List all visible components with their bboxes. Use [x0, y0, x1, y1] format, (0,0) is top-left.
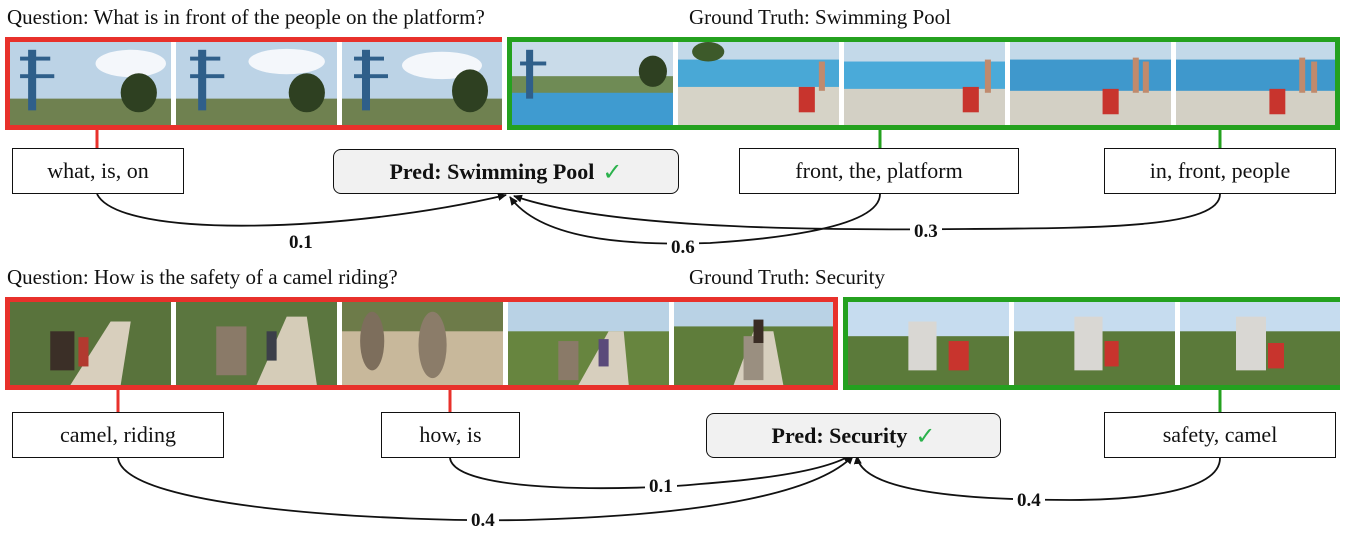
- video-frame: [10, 42, 171, 125]
- keyword-box: camel, riding: [12, 412, 224, 458]
- video-frame: [512, 42, 673, 125]
- video-frame: [176, 42, 337, 125]
- keyword-box: in, front, people: [1104, 148, 1336, 194]
- video-frame: [342, 302, 503, 385]
- weight-label: 0.4: [467, 510, 499, 532]
- video-frame: [674, 302, 833, 385]
- prediction-box: Pred: Swimming Pool ✓: [333, 149, 679, 194]
- irrelevant-frames-group: [5, 297, 838, 390]
- weight-label: 0.6: [667, 237, 699, 259]
- weight-label: 0.1: [285, 232, 317, 254]
- relevant-frames-group: [843, 297, 1340, 390]
- question-text: Question: How is the safety of a camel r…: [7, 265, 398, 289]
- prediction-box: Pred: Security ✓: [706, 413, 1001, 458]
- video-frame: [508, 302, 669, 385]
- irrelevant-frames-group: [5, 37, 502, 130]
- weight-label: 0.4: [1013, 490, 1045, 512]
- arrow-0.3-top: [513, 193, 1221, 231]
- arrow-0.1-top: [96, 192, 507, 227]
- video-frame: [844, 42, 1005, 125]
- video-frame: [1176, 42, 1335, 125]
- checkmark-icon: ✓: [915, 421, 936, 450]
- weight-label: 0.1: [645, 476, 677, 498]
- keyword-box: how, is: [381, 412, 520, 458]
- checkmark-icon: ✓: [602, 157, 623, 186]
- video-frame: [848, 302, 1009, 385]
- keyword-box: safety, camel: [1104, 412, 1336, 458]
- relevant-frames-group: [507, 37, 1340, 130]
- prediction-label: Pred: Swimming Pool: [389, 158, 595, 184]
- video-frame: [678, 42, 839, 125]
- video-frame: [10, 302, 171, 385]
- ground-truth-text: Ground Truth: Security: [689, 265, 886, 289]
- question-text: Question: What is in front of the people…: [7, 5, 485, 29]
- video-frame: [1180, 302, 1340, 385]
- ground-truth-text: Ground Truth: Swimming Pool: [689, 5, 951, 29]
- video-frame: [1010, 42, 1171, 125]
- video-frame: [342, 42, 502, 125]
- keyword-box: what, is, on: [12, 148, 184, 194]
- weight-label: 0.3: [910, 221, 942, 243]
- keyword-box: front, the, platform: [739, 148, 1019, 194]
- video-frame: [1014, 302, 1175, 385]
- video-frame: [176, 302, 337, 385]
- prediction-label: Pred: Security: [771, 422, 908, 448]
